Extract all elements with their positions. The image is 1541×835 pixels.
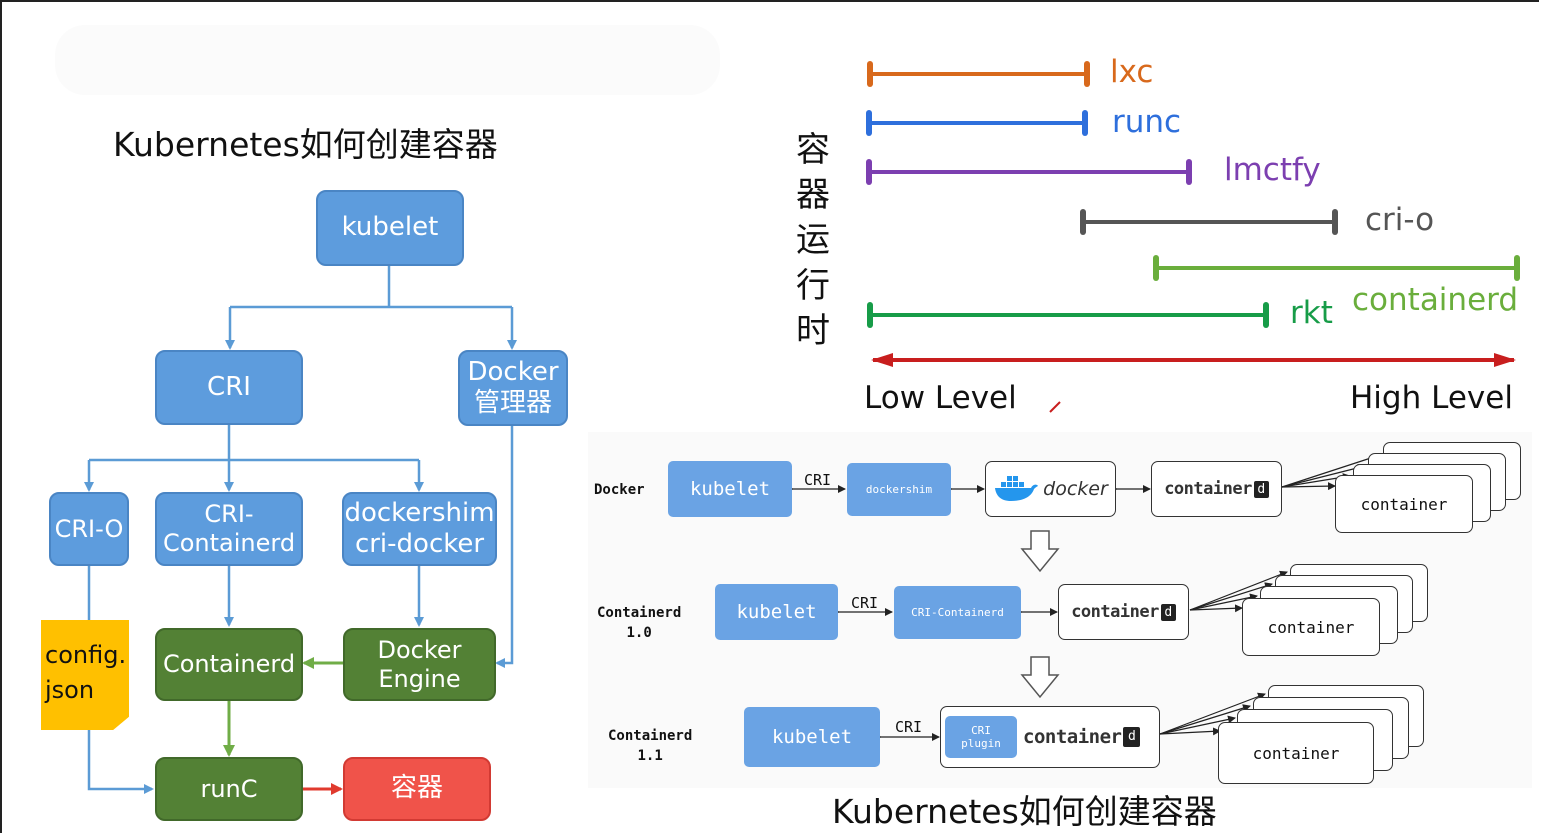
cri-o-node: CRI-O	[49, 492, 129, 566]
row-docker-dockershim: dockershim	[847, 463, 951, 516]
row-docker-dockershim-label: dockershim	[865, 482, 933, 496]
row-docker-kubelet: kubelet	[668, 461, 792, 517]
row-containerd11-container-box: container	[1218, 722, 1374, 784]
row-containerd10-container-label: container	[1267, 617, 1355, 637]
row-containerd10-containerd-label: container	[1071, 602, 1159, 622]
row-containerd11-cri-label: CRI	[895, 718, 923, 736]
container-node-label: 容器	[390, 773, 443, 804]
docker-engine-line2: Engine	[378, 664, 461, 693]
cri-o-range	[1080, 209, 1338, 235]
docker-manager-line1: Docker	[467, 356, 559, 387]
cri-containerd-line2: Containerd	[162, 529, 296, 557]
config-json-note: config. json	[41, 620, 129, 730]
row-docker-line1: Docker	[594, 482, 645, 498]
cri-o-label: CRI-O	[54, 514, 124, 543]
row-docker-container-label: container	[1360, 494, 1448, 514]
cri-node: CRI	[155, 350, 303, 425]
runc-node: runC	[155, 757, 303, 821]
row-docker-containerd-label: container	[1164, 479, 1252, 499]
containerd-logo-icon: d	[1160, 603, 1176, 621]
cri-containerd-line1: CRI-	[204, 500, 254, 529]
row-containerd10-kubelet-label: kubelet	[736, 601, 817, 623]
down-arrow-2	[1020, 656, 1060, 699]
row-docker-docker-box: docker	[985, 461, 1116, 517]
kubelet-node: kubelet	[316, 190, 464, 266]
lxc-label: lxc	[1110, 54, 1154, 90]
row-containerd11-plugin-line2: plugin	[961, 737, 1001, 750]
blank-title-area	[55, 25, 720, 95]
row-containerd11-plugin-line1: CRI	[971, 723, 991, 737]
runc-label: runc	[1112, 104, 1182, 140]
containerd-node: Containerd	[155, 628, 303, 701]
row-containerd11-containerd-label: container	[1023, 726, 1122, 748]
row-containerd11-cri-plugin: CRI plugin	[945, 716, 1017, 758]
down-arrow-1	[1020, 530, 1060, 573]
cri-node-label: CRI	[207, 371, 251, 402]
row-containerd11-kubelet-label: kubelet	[771, 726, 853, 748]
row-containerd10-container-box: container	[1242, 598, 1380, 656]
runtime-vertical-label: 容器运行时	[796, 130, 830, 351]
row-containerd10-line1: Containerd	[597, 605, 682, 621]
config-json-line1: config.	[45, 641, 127, 669]
docker-engine-node: Docker Engine	[343, 628, 496, 701]
lxc-range	[867, 61, 1090, 87]
docker-manager-to-engine-arrow	[495, 426, 514, 668]
kubelet-connector	[230, 266, 512, 309]
runc-label: runC	[200, 774, 258, 803]
lmctfy-label: lmctfy	[1224, 152, 1321, 188]
containerd-logo-icon: d	[1253, 480, 1269, 498]
dockershim-node: dockershim cri-docker	[342, 492, 497, 566]
container-node: 容器	[343, 757, 491, 821]
row-containerd10-cri-containerd: CRI-Containerd	[894, 586, 1021, 639]
row-containerd11-line2: 1.1	[637, 748, 663, 765]
high-level-label: High Level	[1350, 380, 1513, 416]
rkt-range	[867, 302, 1269, 328]
left-diagram-title: Kubernetes如何创建容器	[113, 125, 498, 164]
pen-cursor-icon	[1049, 401, 1061, 413]
row-containerd11-label: Containerd 1.1	[608, 726, 692, 767]
rkt-label: rkt	[1290, 295, 1333, 331]
cri-containerd-node: CRI- Containerd	[155, 492, 303, 566]
row-containerd10-cri-label: CRI	[851, 594, 879, 612]
low-level-label: Low Level	[864, 380, 1017, 416]
dockershim-line2: cri-docker	[354, 529, 485, 559]
row-docker-kubelet-label: kubelet	[689, 478, 771, 500]
row-docker-label: Docker	[594, 480, 645, 500]
row-docker-container-box: container	[1335, 475, 1473, 533]
dockershim-line1: dockershim	[344, 497, 495, 528]
row-containerd10-line2: 1.0	[626, 625, 652, 642]
containerd-label: Containerd	[162, 650, 296, 679]
crio-to-runc-arrow	[87, 566, 152, 789]
docker-manager-node: Docker 管理器	[458, 350, 568, 426]
kubelet-node-label: kubelet	[341, 212, 439, 243]
runc-range	[866, 110, 1088, 136]
row-containerd10-label: Containerd 1.0	[597, 603, 681, 644]
cri-o-label: cri-o	[1365, 202, 1435, 238]
docker-manager-line2: 管理器	[473, 388, 552, 418]
containerd-range	[1153, 255, 1520, 281]
config-json-line2: json	[45, 675, 95, 704]
containerd-logo-icon: d	[1123, 727, 1141, 747]
containerd-label: containerd	[1352, 282, 1519, 318]
row-containerd11-container-label: container	[1252, 743, 1340, 763]
row-containerd11-line1: Containerd	[608, 728, 693, 744]
row-containerd11-kubelet: kubelet	[744, 707, 880, 767]
lmctfy-range	[866, 159, 1192, 185]
docker-engine-line1: Docker	[377, 635, 462, 664]
row-containerd10-cri-containerd-label: CRI-Containerd	[911, 605, 1004, 619]
docker-whale-icon	[995, 476, 1039, 501]
row-docker-docker-label: docker	[1043, 478, 1108, 500]
row-containerd10-kubelet: kubelet	[715, 584, 838, 640]
cri-connector	[89, 425, 419, 462]
evolution-diagram-title: Kubernetes如何创建容器	[832, 792, 1217, 831]
row-docker-cri-label: CRI	[804, 471, 832, 489]
